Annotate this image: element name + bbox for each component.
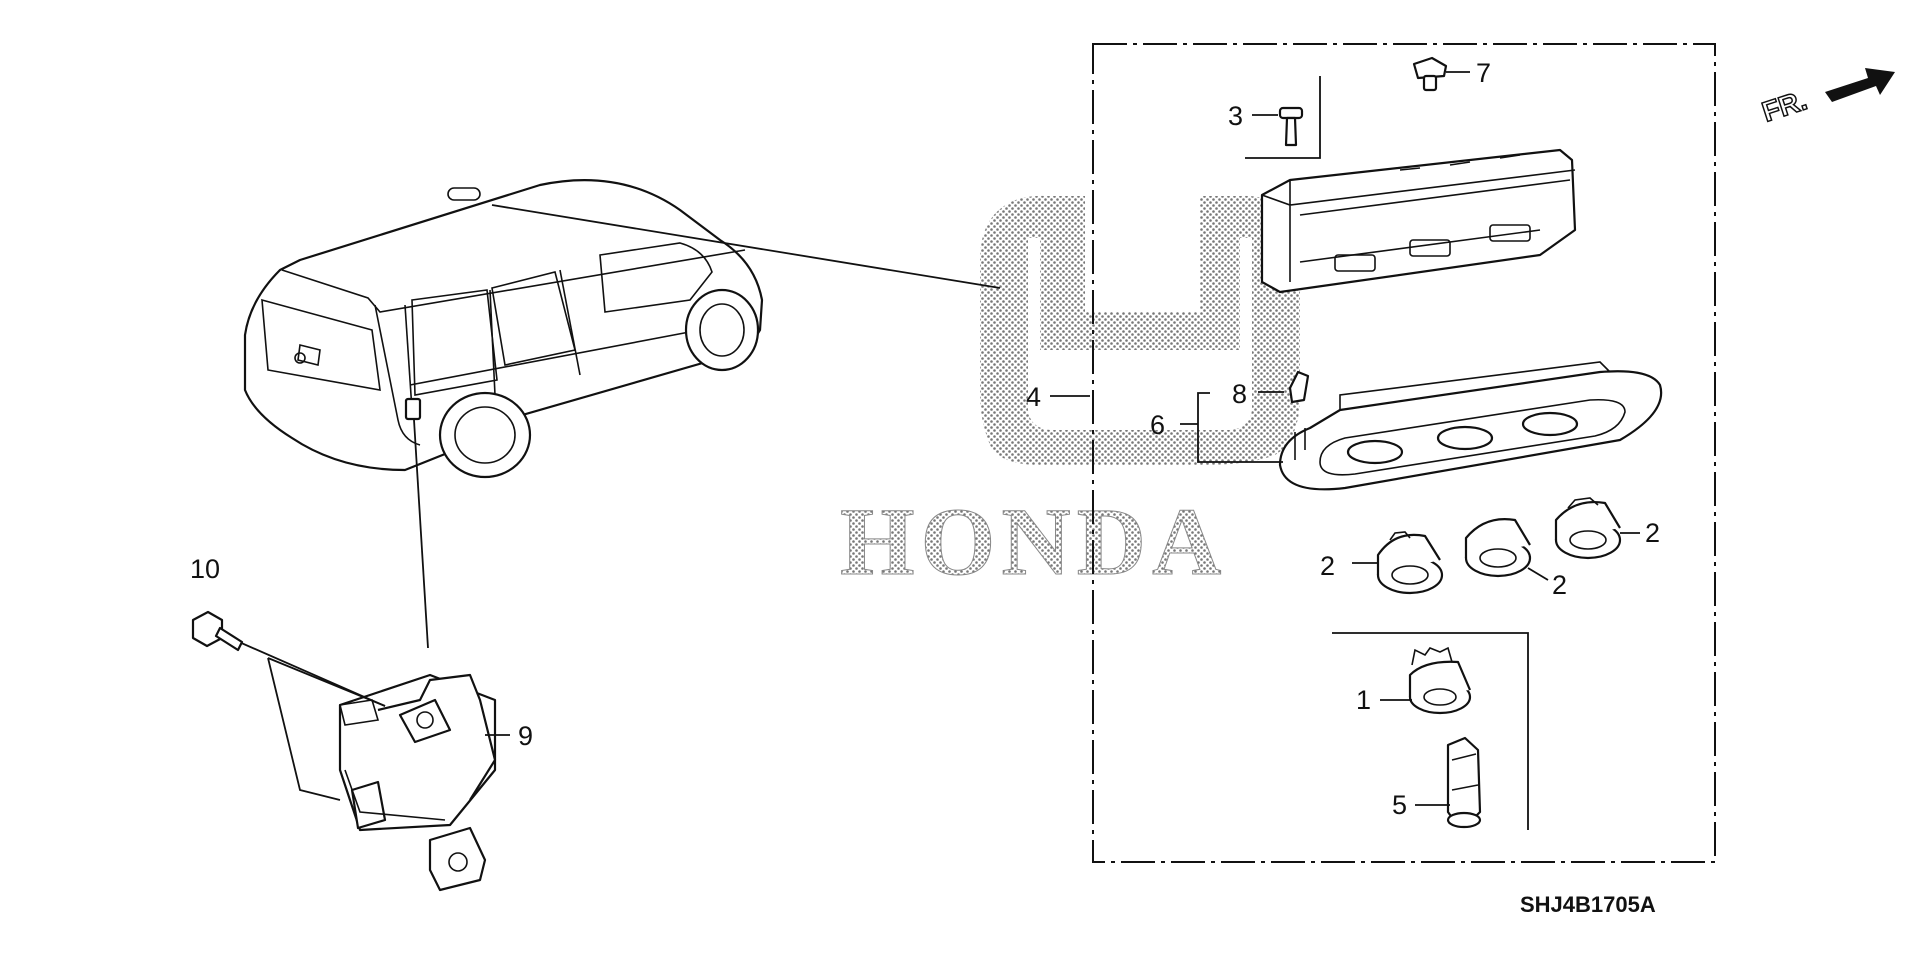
callout-5: 5	[1392, 790, 1407, 820]
screw-part-3	[1278, 106, 1304, 147]
minivan-illustration	[243, 179, 764, 479]
callout-10: 10	[190, 554, 220, 584]
control-panel-bezel-part-6	[1278, 361, 1663, 491]
control-unit-part-9	[338, 673, 497, 892]
callout-4: 4	[1026, 382, 1041, 412]
diagram-code-label: SHJ4B1705A	[1520, 892, 1656, 917]
honda-wordmark-watermark: HONDA	[840, 488, 1227, 595]
callout-7: 7	[1476, 58, 1491, 88]
clip-part-7	[1412, 56, 1448, 92]
bracket-parts-1-5	[1332, 632, 1529, 830]
callout-8: 8	[1232, 379, 1247, 409]
honda-logo-watermark: HONDA	[840, 195, 1300, 596]
knob-part-1	[1408, 646, 1472, 715]
assembly-boundary-box	[1092, 43, 1716, 863]
leader-roof-to-assembly	[491, 204, 1001, 289]
callout-9: 9	[518, 721, 533, 751]
bolt-part-10	[191, 610, 244, 652]
front-direction-label: FR.	[1758, 84, 1810, 127]
callout-2-left: 2	[1320, 551, 1335, 581]
knob-part-2-middle	[1464, 518, 1532, 578]
knob-part-2-left	[1376, 531, 1444, 595]
bulb-socket-part-5	[1446, 736, 1482, 829]
bulb-part-8	[1288, 370, 1310, 404]
callout-2-middle: 2	[1552, 570, 1567, 600]
knob-part-2-right	[1554, 497, 1622, 560]
callout-2-right: 2	[1645, 518, 1660, 548]
callout-1: 1	[1356, 685, 1371, 715]
heater-control-assembly-part-4	[1260, 148, 1577, 294]
callout-6: 6	[1150, 410, 1165, 440]
bracket-part-6	[1197, 392, 1283, 463]
leader-vehicle-to-unit	[413, 419, 429, 649]
callout-3: 3	[1228, 101, 1243, 131]
front-direction-arrow-icon	[1825, 68, 1895, 102]
